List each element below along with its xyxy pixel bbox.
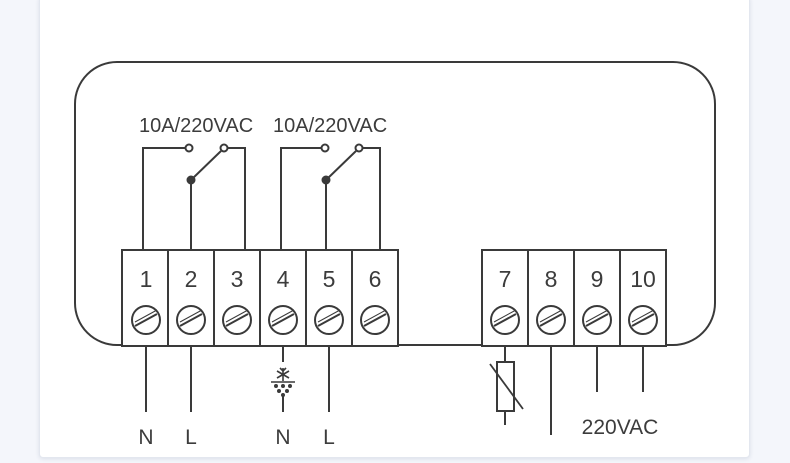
terminal-5-screw-icon bbox=[314, 305, 344, 335]
thermistor-icon bbox=[489, 361, 524, 412]
relay-2-contacts bbox=[280, 143, 381, 250]
terminal-block-left bbox=[121, 249, 399, 347]
terminal-3-screw-icon bbox=[222, 305, 252, 335]
terminal-2-number: 2 bbox=[185, 266, 198, 292]
wire-label-t2: L bbox=[185, 426, 197, 449]
terminal-10-screw-icon bbox=[628, 305, 658, 335]
wire-label-t4: N bbox=[275, 426, 290, 449]
terminal-2-screw-icon bbox=[176, 305, 206, 335]
terminal-8-number: 8 bbox=[545, 266, 558, 292]
terminal-7-screw-icon bbox=[490, 305, 520, 335]
terminal-3-number: 3 bbox=[231, 266, 244, 292]
external-wires bbox=[145, 346, 644, 435]
terminal-10-number: 10 bbox=[630, 266, 656, 292]
relay-1-contacts bbox=[142, 143, 246, 250]
relay-1-rating: 10A/220VAC bbox=[139, 115, 253, 137]
terminal-1-screw-icon bbox=[131, 305, 161, 335]
snowflake-heater-icon bbox=[271, 367, 295, 397]
wire-label-t1: N bbox=[138, 426, 153, 449]
terminal-8-screw-icon bbox=[536, 305, 566, 335]
terminal-6-number: 6 bbox=[369, 266, 382, 292]
terminal-9-screw-icon bbox=[582, 305, 612, 335]
terminal-4-screw-icon bbox=[268, 305, 298, 335]
terminal-4-number: 4 bbox=[277, 266, 290, 292]
terminal-6-screw-icon bbox=[360, 305, 390, 335]
wire-label-power: 220VAC bbox=[582, 416, 659, 439]
wire-label-t5: L bbox=[323, 426, 335, 449]
terminal-1-number: 1 bbox=[140, 266, 153, 292]
terminal-7-number: 7 bbox=[499, 266, 512, 292]
terminal-9-number: 9 bbox=[591, 266, 604, 292]
terminal-5-number: 5 bbox=[323, 266, 336, 292]
relay-2-rating: 10A/220VAC bbox=[273, 115, 387, 137]
diagram-card bbox=[39, 0, 750, 458]
